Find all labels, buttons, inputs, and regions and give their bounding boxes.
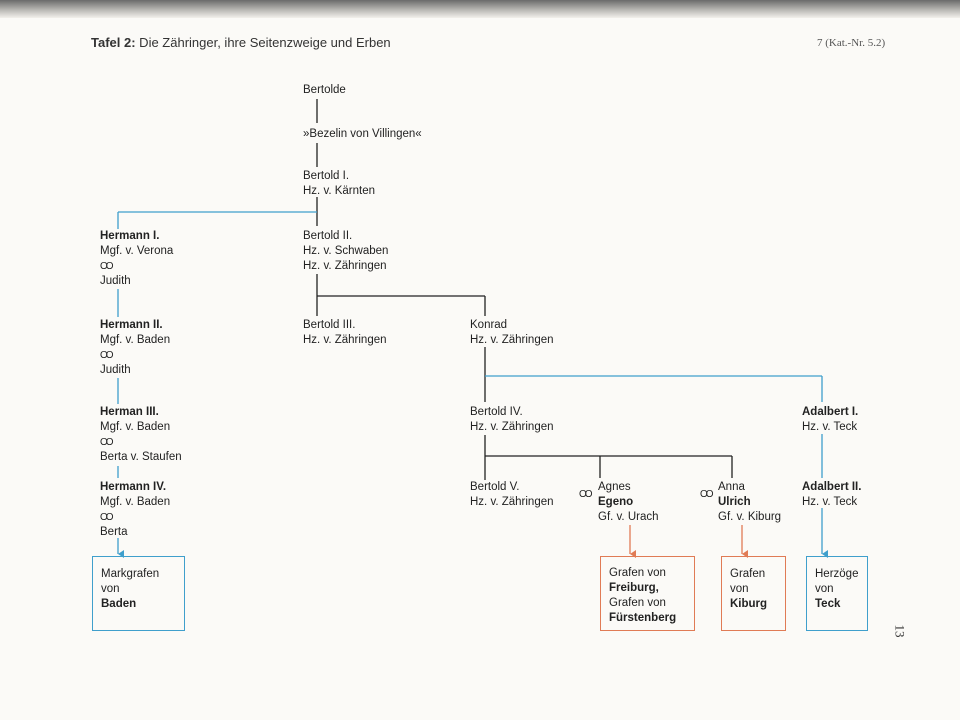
title: Hz. v. Teck (802, 421, 858, 433)
heir-line: Grafen (730, 568, 766, 580)
heir-box-teck: Herzöge von Teck (806, 556, 868, 631)
person-bezelin: »Bezelin von Villingen« (303, 127, 422, 142)
heir-line: Markgrafen (101, 568, 160, 580)
title: Hz. v. Zähringen (470, 334, 554, 346)
marriage-icon: OO (100, 261, 114, 272)
name: Hermann I. (100, 230, 160, 242)
marriage-icon-agnes: OO (579, 489, 592, 500)
person-adalbert-2: Adalbert II. Hz. v. Teck (802, 480, 861, 510)
person-bertold-1: Bertold I. Hz. v. Kärnten (303, 169, 375, 199)
title-text: Die Zähringer, ihre Seitenzweige und Erb… (135, 35, 391, 50)
name: Bertold IV. (470, 406, 523, 418)
name: Bertold II. (303, 230, 353, 242)
person-konrad: Konrad Hz. v. Zähringen (470, 318, 554, 348)
spouse: Judith (100, 364, 131, 376)
person-bertold-5: Bertold V. Hz. v. Zähringen (470, 480, 554, 510)
title: Hz. v. Zähringen (303, 334, 387, 346)
person-agnes: Agnes Egeno Gf. v. Urach (598, 480, 659, 525)
person-bertold-4: Bertold IV. Hz. v. Zähringen (470, 405, 554, 435)
name: Bertold V. (470, 481, 520, 493)
person-bertold-3: Bertold III. Hz. v. Zähringen (303, 318, 387, 348)
name: Hermann II. (100, 319, 163, 331)
heir-name: Freiburg, (609, 582, 659, 594)
title: Mgf. v. Baden (100, 496, 171, 508)
catalog-reference: 7 (Kat.-Nr. 5.2) (817, 37, 886, 49)
heir-name: Baden (101, 598, 137, 610)
title: Mgf. v. Baden (100, 334, 171, 346)
page-number: 13 (892, 624, 908, 638)
title: Gf. v. Kiburg (718, 511, 782, 523)
heir-box-kiburg: Grafen von Kiburg (721, 556, 786, 631)
title: Gf. v. Urach (598, 511, 659, 523)
heir-name: Teck (815, 598, 841, 610)
name: »Bezelin von Villingen« (303, 128, 422, 140)
title: Hz. v. Schwaben (303, 245, 389, 257)
heir-line: Grafen von (609, 567, 666, 579)
name: Herman III. (100, 406, 159, 418)
person-hermann-1: Hermann I. Mgf. v. Verona OO Judith (100, 229, 173, 289)
person-adalbert-1: Adalbert I. Hz. v. Teck (802, 405, 858, 435)
spouse: Judith (100, 275, 131, 287)
heir-line: von (101, 583, 120, 595)
name: Konrad (470, 319, 508, 331)
page (0, 18, 960, 720)
title: Mgf. v. Baden (100, 421, 171, 433)
name: Agnes (598, 481, 631, 493)
marriage-icon: OO (100, 350, 114, 361)
name: Bertold III. (303, 319, 356, 331)
heir-name: Fürstenberg (609, 612, 677, 624)
page-title: Tafel 2: Die Zähringer, ihre Seitenzweig… (91, 35, 391, 50)
name: Anna (718, 481, 745, 493)
person-anna: Anna Ulrich Gf. v. Kiburg (718, 480, 781, 525)
person-bertolde: Bertolde (303, 83, 346, 98)
heir-name: Kiburg (730, 598, 768, 610)
spouse: Berta v. Staufen (100, 451, 182, 463)
spouse: Egeno (598, 496, 634, 508)
person-hermann-3: Herman III. Mgf. v. Baden OO Berta v. St… (100, 405, 182, 465)
title: Hz. v. Zähringen (470, 496, 554, 508)
heir-line: von (730, 583, 749, 595)
heir-line: von (815, 583, 834, 595)
name: Adalbert II. (802, 481, 862, 493)
marriage-icon: OO (100, 437, 114, 448)
heir-line: Herzöge (815, 568, 859, 580)
spouse: Berta (100, 526, 128, 538)
person-bertold-2: Bertold II. Hz. v. Schwaben Hz. v. Zähri… (303, 229, 388, 274)
name: Adalbert I. (802, 406, 859, 418)
heir-box-baden: Markgrafen von Baden (92, 556, 185, 631)
title: Hz. v. Zähringen (303, 260, 387, 272)
title-label: Tafel 2: (91, 35, 136, 50)
title: Hz. v. Teck (802, 496, 858, 508)
person-hermann-2: Hermann II. Mgf. v. Baden OO Judith (100, 318, 170, 378)
heir-box-freiburg: Grafen von Freiburg, Grafen von Fürstenb… (600, 556, 695, 631)
person-hermann-4: Hermann IV. Mgf. v. Baden OO Berta (100, 480, 170, 540)
page-top-shadow (0, 0, 960, 18)
heir-line: Grafen von (609, 597, 666, 609)
title: Hz. v. Zähringen (470, 421, 554, 433)
title: Mgf. v. Verona (100, 245, 174, 257)
name: Bertolde (303, 84, 346, 96)
title: Hz. v. Kärnten (303, 185, 376, 197)
marriage-icon: OO (100, 512, 114, 523)
marriage-icon-anna: OO (700, 489, 713, 500)
name: Bertold I. (303, 170, 350, 182)
name: Hermann IV. (100, 481, 167, 493)
spouse: Ulrich (718, 496, 751, 508)
